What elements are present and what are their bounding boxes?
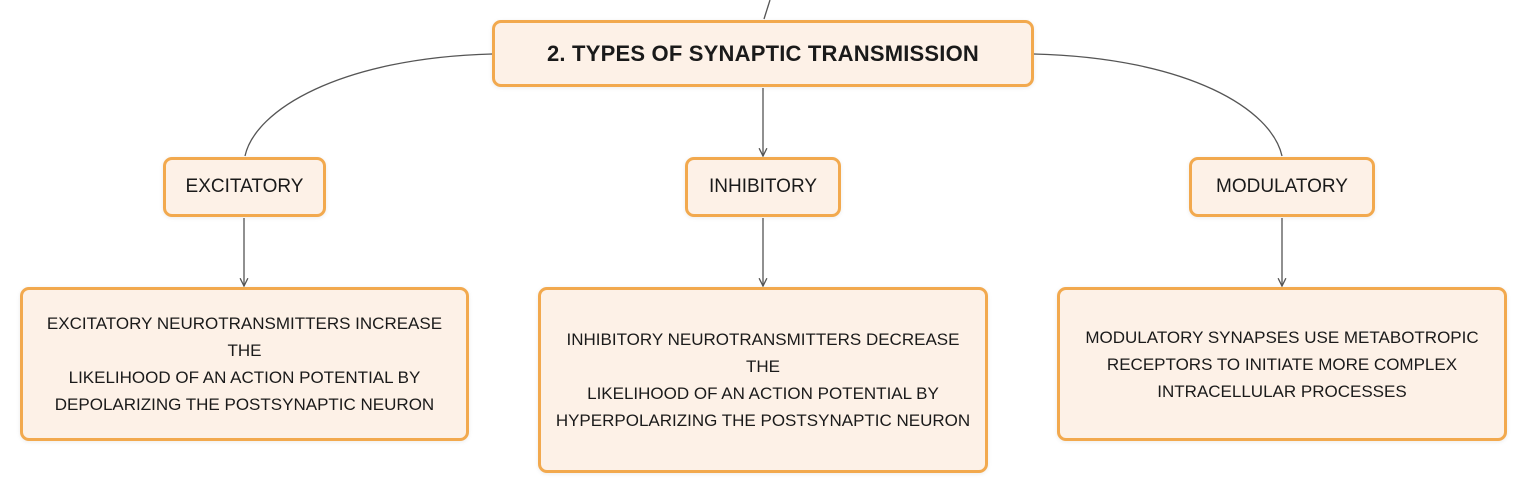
desc-line: EXCITATORY NEUROTRANSMITTERS INCREASE TH… <box>46 314 443 360</box>
type-label: INHIBITORY <box>708 176 818 197</box>
desc-line: LIKELIHOOD OF AN ACTION POTENTIAL BY <box>587 384 939 403</box>
desc-text: MODULATORY SYNAPSES USE METABOTROPIC REC… <box>1085 324 1478 405</box>
desc-text: EXCITATORY NEUROTRANSMITTERS INCREASE TH… <box>35 310 454 418</box>
type-node-inhibitory[interactable]: INHIBITORY <box>685 157 841 217</box>
type-label: EXCITATORY <box>185 176 304 197</box>
incoming-connector <box>763 0 771 20</box>
desc-line: HYPERPOLARIZING THE POSTSYNAPTIC NEURON <box>555 411 971 430</box>
desc-line: INTRACELLULAR PROCESSES <box>1157 381 1407 401</box>
desc-line: RECEPTORS TO INITIATE MORE COMPLEX <box>1106 354 1458 374</box>
desc-line: DEPOLARIZING THE POSTSYNAPTIC NEURON <box>54 395 435 414</box>
connector-root-modulatory <box>1033 53 1283 157</box>
desc-node-excitatory[interactable]: EXCITATORY NEUROTRANSMITTERS INCREASE TH… <box>20 287 469 441</box>
desc-node-inhibitory[interactable]: INHIBITORY NEUROTRANSMITTERS DECREASE TH… <box>538 287 988 473</box>
desc-line: INHIBITORY NEUROTRANSMITTERS DECREASE TH… <box>566 330 960 376</box>
desc-text: INHIBITORY NEUROTRANSMITTERS DECREASE TH… <box>553 326 973 434</box>
desc-line: LIKELIHOOD OF AN ACTION POTENTIAL BY <box>68 368 421 387</box>
type-label: MODULATORY <box>1216 176 1348 197</box>
root-title: 2. TYPES OF SYNAPTIC TRANSMISSION <box>547 40 979 66</box>
desc-line: MODULATORY SYNAPSES USE METABOTROPIC <box>1085 327 1479 347</box>
root-node[interactable]: 2. TYPES OF SYNAPTIC TRANSMISSION <box>492 20 1034 87</box>
connector-root-excitatory <box>244 53 493 157</box>
type-node-modulatory[interactable]: MODULATORY <box>1189 157 1375 217</box>
desc-node-modulatory[interactable]: MODULATORY SYNAPSES USE METABOTROPIC REC… <box>1057 287 1507 441</box>
type-node-excitatory[interactable]: EXCITATORY <box>163 157 326 217</box>
